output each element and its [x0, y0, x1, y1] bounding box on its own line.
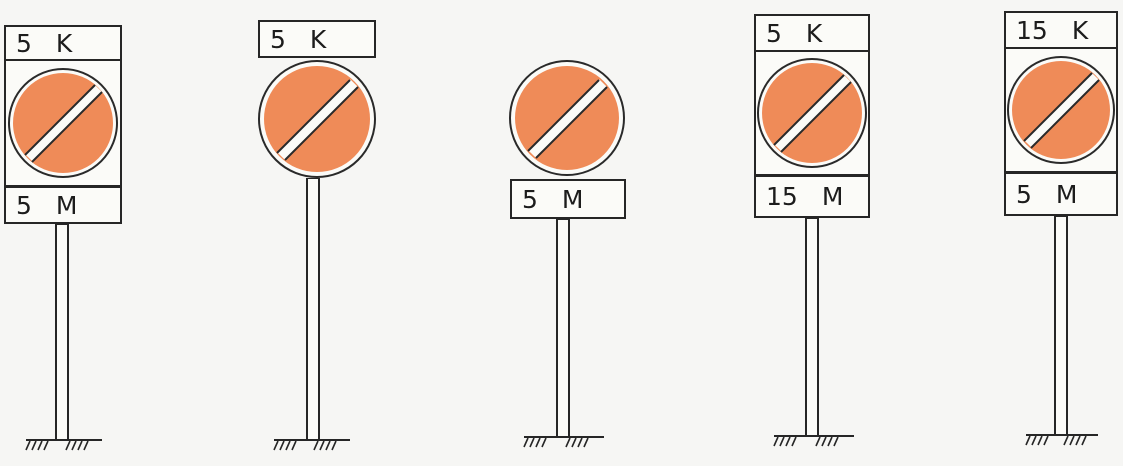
sign-4-top-letter: K — [805, 18, 823, 48]
sign-3-bottom-number: 5 — [522, 184, 538, 214]
sign-5-top-plate: 15 K — [1004, 11, 1118, 49]
sign-4-top-number: 5 — [766, 18, 782, 48]
sign-2-pole — [306, 178, 320, 440]
sign-5-bottom-letter: M — [1055, 179, 1078, 209]
sign-4-ground — [773, 435, 854, 447]
sign-5-disc-panel — [1004, 47, 1118, 173]
sign-1-top-letter: K — [55, 28, 73, 58]
sign-2-top-letter: K — [309, 24, 327, 54]
sign-1-bottom-number: 5 — [16, 190, 32, 220]
sign-4-bottom-number: 15 — [766, 182, 798, 211]
sign-1-pole — [55, 224, 69, 440]
sign-2-top-number: 5 — [270, 24, 286, 54]
sign-4-bottom-letter: M — [821, 182, 844, 211]
sign-1-disc-panel — [4, 59, 122, 187]
sign-5-top-number: 15 — [1016, 15, 1048, 45]
sign-1-top-number: 5 — [16, 28, 32, 58]
sign-3-pole — [556, 219, 570, 437]
sign-5-bottom-number: 5 — [1016, 179, 1032, 209]
sign-4-pole — [805, 218, 819, 436]
sign-1-bottom-letter: M — [55, 190, 78, 220]
sign-5-top-letter: K — [1071, 15, 1089, 45]
sign-1-ground — [25, 439, 102, 451]
sign-3-ground — [523, 436, 604, 448]
sign-2-ground — [273, 439, 350, 451]
sign-2-no-parking-disc — [258, 56, 376, 178]
sign-5-ground — [1025, 434, 1098, 446]
sign-4-bottom-plate: 15 M — [754, 175, 870, 218]
sign-3-no-parking-disc — [509, 60, 625, 181]
sign-5-pole — [1054, 216, 1068, 436]
sign-4-disc-panel — [754, 50, 870, 176]
sign-3-bottom-letter: M — [561, 184, 584, 214]
